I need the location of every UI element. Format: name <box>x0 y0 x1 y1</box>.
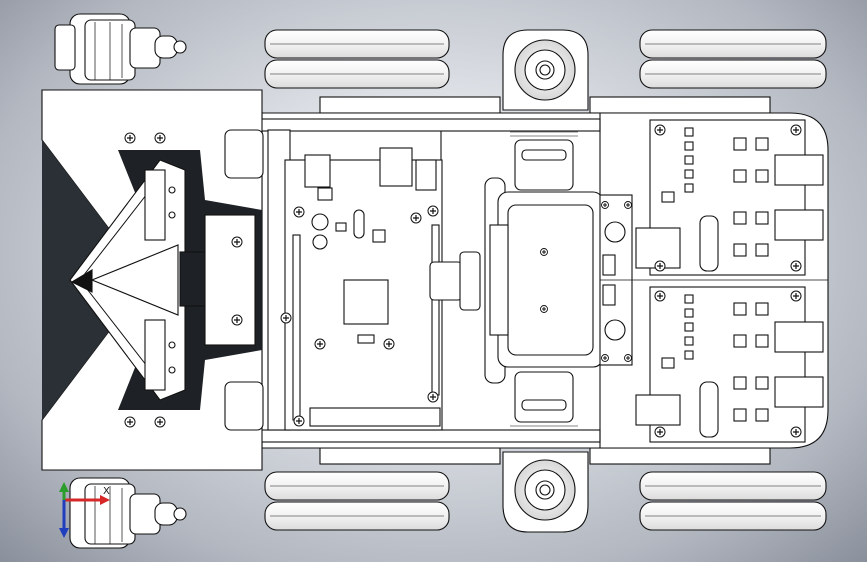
wheel-front-left <box>264 29 450 89</box>
motor-driver-top <box>635 119 824 276</box>
caster-top <box>502 29 589 111</box>
knob-bottom-left <box>69 477 187 549</box>
axis-triad: X <box>59 482 110 538</box>
wheel-rear-left <box>264 471 450 531</box>
knob-top-left <box>54 13 187 85</box>
caster-bottom <box>502 451 589 533</box>
wheel-front-right <box>639 29 827 89</box>
motor-driver-bottom <box>635 286 824 443</box>
axis-x-label: X <box>103 486 110 497</box>
front-bumper <box>41 89 263 471</box>
wheel-rear-right <box>639 471 827 531</box>
controller-board <box>284 147 443 431</box>
